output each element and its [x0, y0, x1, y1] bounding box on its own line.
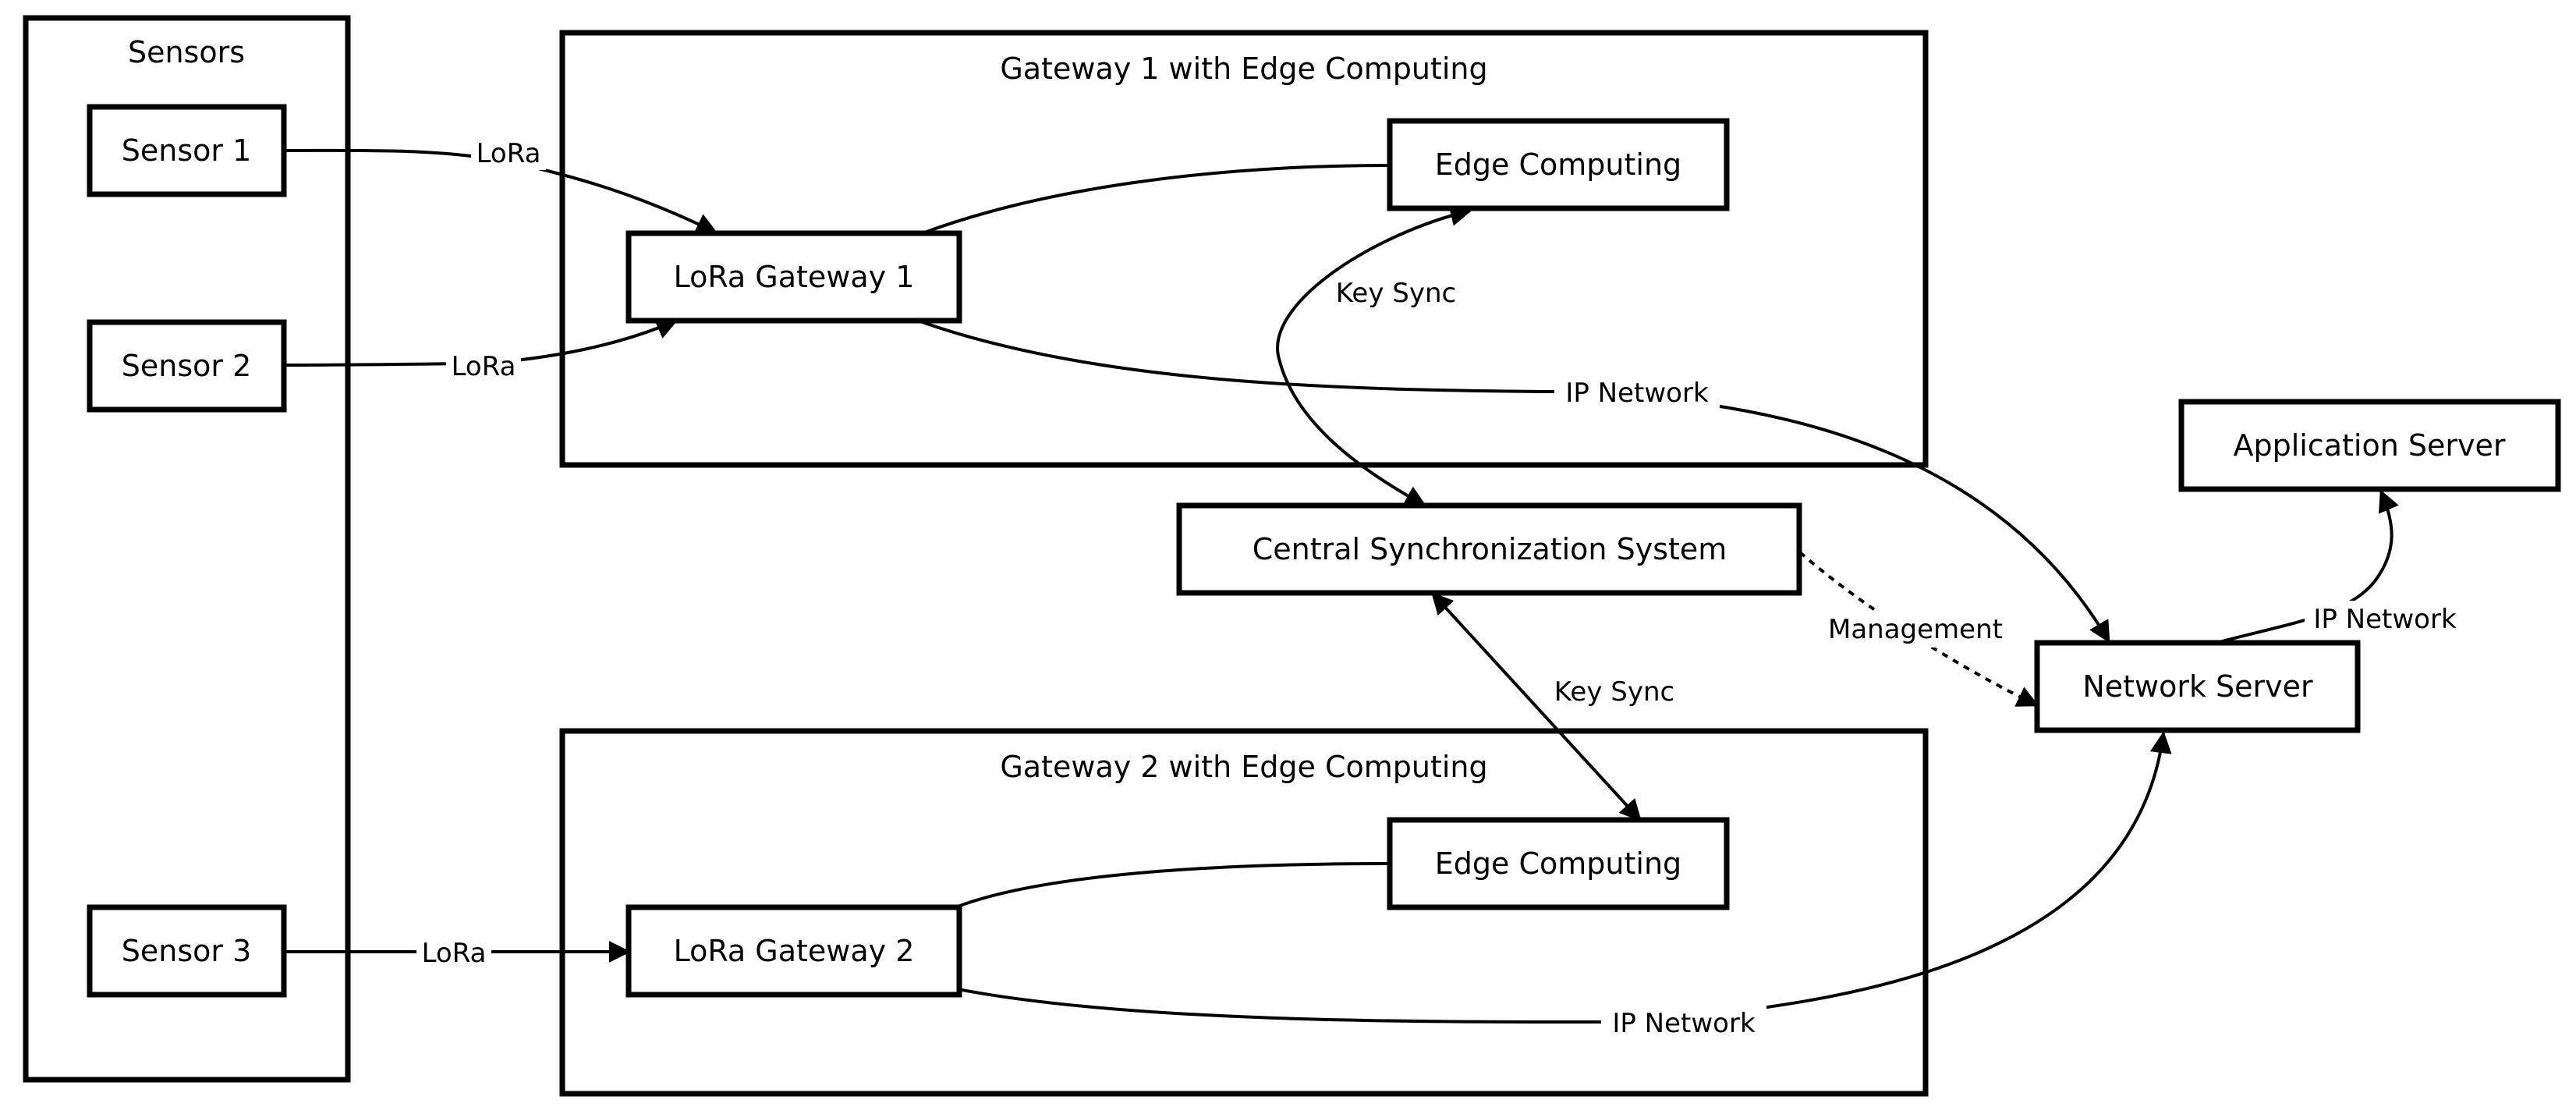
edge-gateway1-edge1: [919, 164, 1391, 236]
edge-label-networkserver-appserver: IP Network: [2313, 604, 2457, 635]
edge-centralsync-edge2: [1431, 591, 1642, 822]
central-sync-node[interactable]: Central Synchronization System: [1176, 502, 1802, 596]
central-sync-label: Central Synchronization System: [1253, 532, 1727, 566]
edge-label-centralsync-networkserver: Management: [1828, 614, 2003, 645]
edge-edge1-centralsync: [1276, 204, 1472, 507]
gateway1-cluster-label: Gateway 1 with Edge Computing: [1000, 51, 1487, 86]
gateway2-cluster-label: Gateway 2 with Edge Computing: [1000, 750, 1487, 784]
sensor-2-node[interactable]: Sensor 2: [87, 319, 287, 413]
edge-labels: LoRa LoRa LoRa IP Network IP Network Key…: [416, 134, 2465, 1041]
lora-gateway-1-node[interactable]: LoRa Gateway 1: [625, 230, 962, 324]
sensor-1-label: Sensor 1: [122, 133, 252, 168]
edge-label-sensor2-gateway1: LoRa: [452, 351, 516, 382]
sensor-2-label: Sensor 2: [122, 349, 252, 383]
edge-label-centralsync-edge2: Key Sync: [1554, 676, 1674, 708]
edge-gateway2-edge2: [957, 862, 1391, 908]
network-server-label: Network Server: [2082, 669, 2313, 704]
edge-label-gateway2-networkserver: IP Network: [1612, 1008, 1756, 1039]
sensors-cluster-label: Sensors: [128, 35, 245, 69]
edge-networkserver-appserver: [2216, 489, 2399, 644]
sensor-1-node[interactable]: Sensor 1: [87, 104, 287, 197]
network-server-node[interactable]: Network Server: [2034, 640, 2361, 733]
sensor-3-label: Sensor 3: [122, 934, 252, 968]
edge-computing-1-label: Edge Computing: [1435, 147, 1681, 182]
application-server-label: Application Server: [2233, 428, 2505, 463]
edge-computing-2-label: Edge Computing: [1435, 846, 1681, 881]
edge-label-edge1-centralsync: Key Sync: [1336, 278, 1456, 309]
lora-gateway-1-label: LoRa Gateway 1: [674, 260, 915, 294]
edge-label-gateway1-networkserver: IP Network: [1565, 378, 1709, 409]
lora-gateway-2-node[interactable]: LoRa Gateway 2: [625, 904, 962, 998]
sensor-3-node[interactable]: Sensor 3: [87, 904, 287, 998]
application-server-node[interactable]: Application Server: [2178, 399, 2561, 492]
edge-computing-1-node[interactable]: Edge Computing: [1387, 118, 1730, 211]
edge-label-sensor3-gateway2: LoRa: [422, 938, 487, 969]
edge-gateway1-networkserver: [919, 320, 2110, 644]
lora-gateway-2-label: LoRa Gateway 2: [674, 934, 915, 968]
edge-label-sensor1-gateway1: LoRa: [477, 138, 541, 169]
edge-computing-2-node[interactable]: Edge Computing: [1387, 817, 1730, 910]
